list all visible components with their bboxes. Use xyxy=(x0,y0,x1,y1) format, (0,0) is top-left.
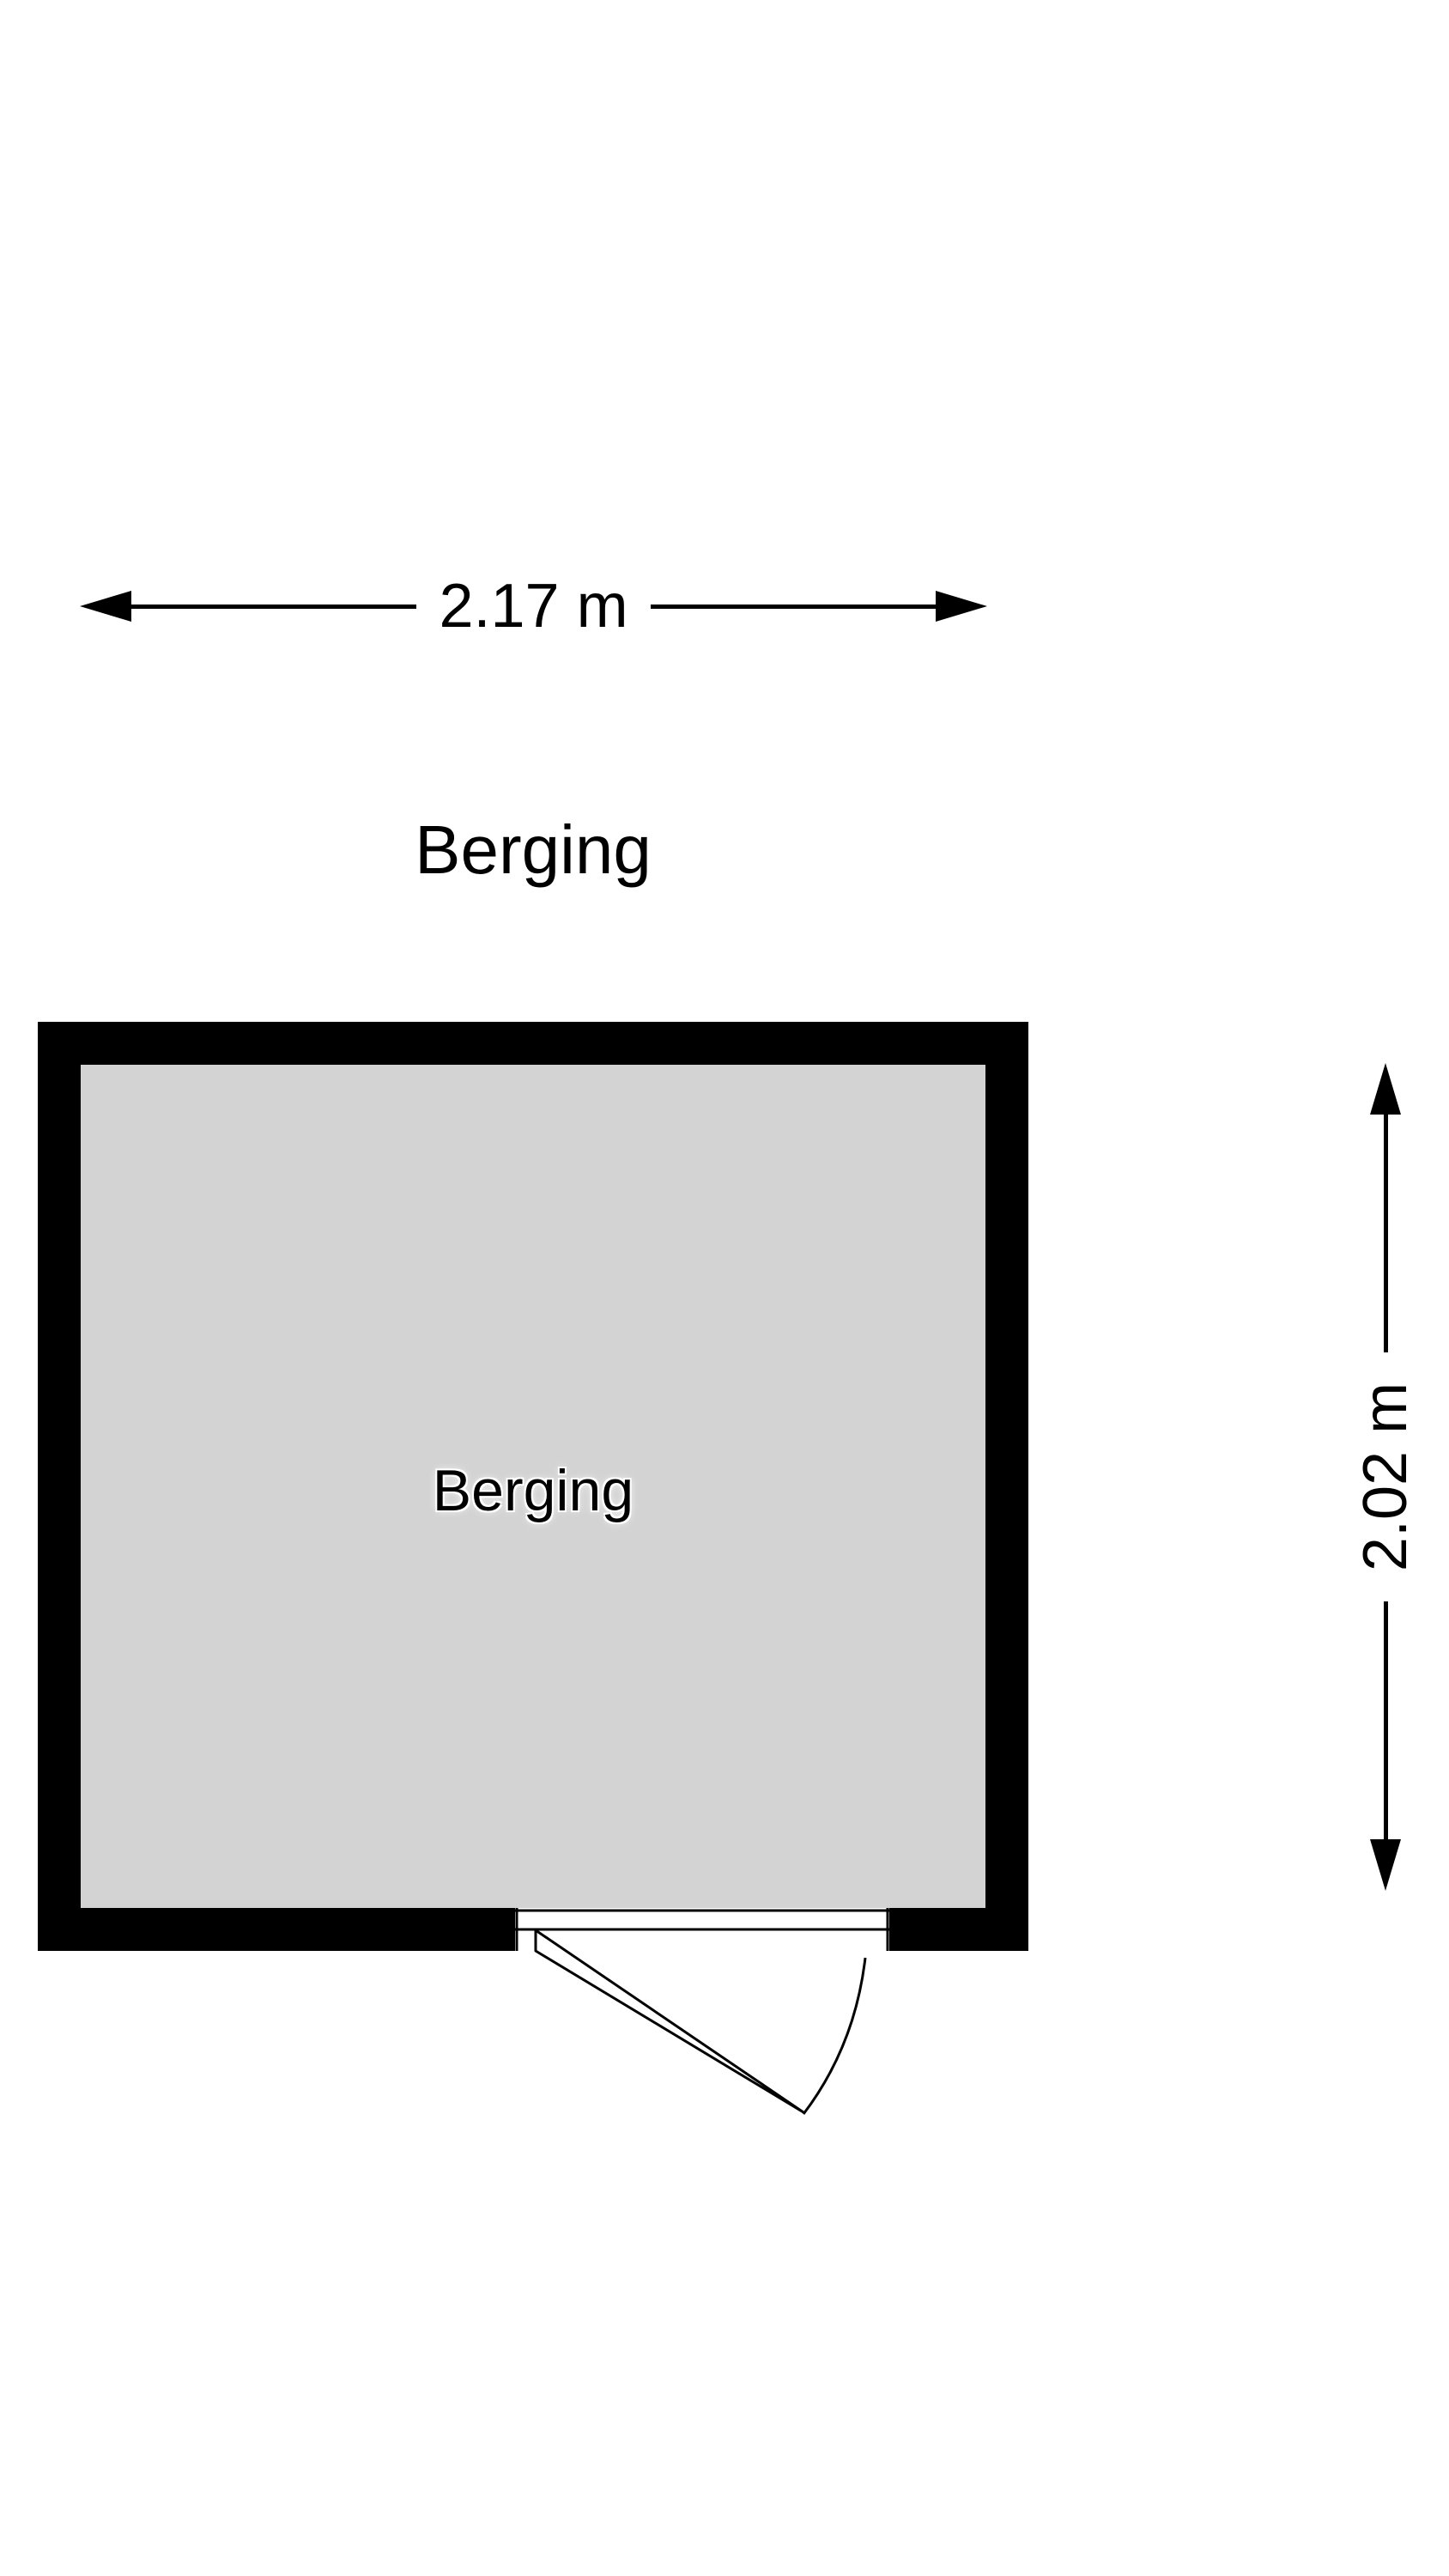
width-dimension: 2.17 m xyxy=(80,574,987,639)
arrow-up-icon xyxy=(1370,1063,1401,1115)
dimension-line-lower xyxy=(1383,1601,1388,1839)
door-leaf xyxy=(534,1929,805,2114)
room-label: Berging xyxy=(432,1458,634,1523)
dimension-line-right xyxy=(650,604,936,609)
arrow-down-icon xyxy=(1370,1839,1401,1891)
door-swing-arc xyxy=(802,1957,867,2115)
height-dimension-label-wrap: 2.02 m xyxy=(1351,1352,1420,1601)
arrow-right-icon xyxy=(936,591,987,622)
height-dimension: 2.02 m xyxy=(1351,1063,1420,1891)
arrow-left-icon xyxy=(80,591,131,622)
floorplan-title: Berging xyxy=(415,811,652,888)
dimension-line-left xyxy=(131,604,417,609)
dimension-line-upper xyxy=(1383,1115,1388,1352)
width-dimension-label: 2.17 m xyxy=(439,572,628,641)
height-dimension-label: 2.02 m xyxy=(1351,1382,1420,1572)
